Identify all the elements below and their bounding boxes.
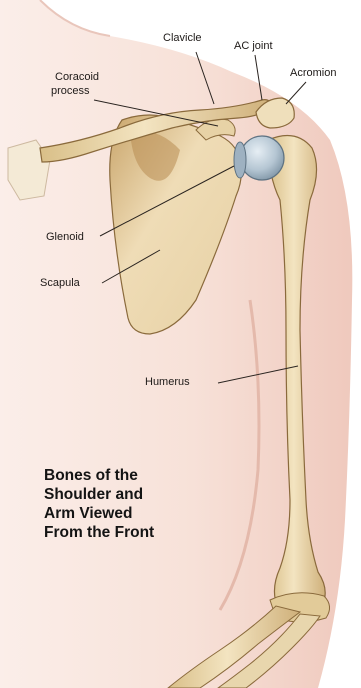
label-coracoid-line2: process <box>51 85 90 98</box>
title-line-2: Shoulder and <box>44 485 214 504</box>
label-humerus: Humerus <box>145 376 190 389</box>
acromion-leader <box>286 82 306 104</box>
diagram-title: Bones of the Shoulder and Arm Viewed Fro… <box>44 466 214 542</box>
label-scapula: Scapula <box>40 277 80 290</box>
label-glenoid: Glenoid <box>46 231 84 244</box>
humeral-head-cartilage <box>240 136 284 180</box>
title-line-4: From the Front <box>44 523 214 542</box>
glenoid-surface <box>234 142 246 178</box>
label-coracoid-line1: Coracoid <box>55 71 99 84</box>
label-ac-joint: AC joint <box>234 40 273 53</box>
title-line-3: Arm Viewed <box>44 504 214 523</box>
label-clavicle: Clavicle <box>163 32 202 45</box>
label-acromion: Acromion <box>290 67 336 80</box>
title-line-1: Bones of the <box>44 466 214 485</box>
